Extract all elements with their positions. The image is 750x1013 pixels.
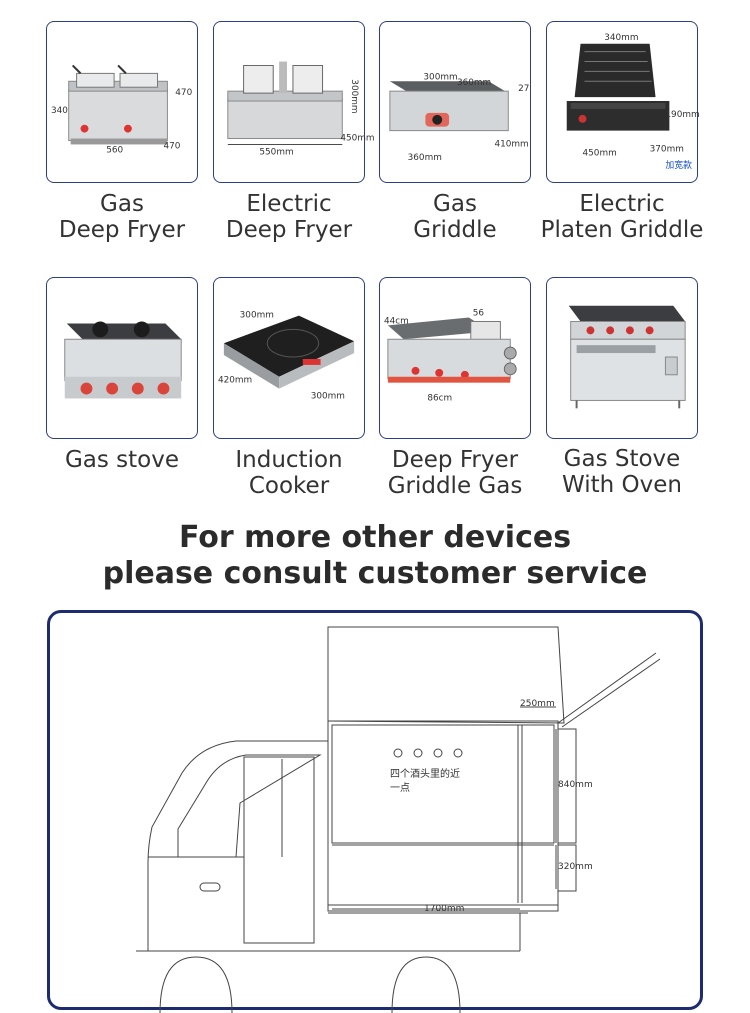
gas-griddle-card[interactable]: 300mm 360mm 360mm 410mm 27 <box>379 21 531 183</box>
gas-stove-with-oven-card[interactable] <box>546 277 698 439</box>
induction-cooker-image: 300mm 420mm 300mm <box>218 311 355 401</box>
electric-platen-griddle-caption: Electric Platen Griddle <box>537 191 707 243</box>
gas-stove-with-oven-caption: Gas Stove With Oven <box>537 446 707 498</box>
dimension-label: 450mm <box>583 148 617 158</box>
electric-deep-fryer-caption: Electric Deep Fryer <box>204 191 374 243</box>
dimension-label: 56 <box>473 309 485 319</box>
dimension-label: 300mm <box>349 79 359 113</box>
dimension-label: 340mm <box>604 33 638 43</box>
dimension-label: 300mm <box>240 311 274 321</box>
caption-line: Gas <box>100 191 144 217</box>
caption-line: Deep Fryer <box>225 217 353 243</box>
dimension-1700-label: 1700mm <box>424 904 464 914</box>
caption-line: Gas <box>433 191 477 217</box>
caption-line: With Oven <box>562 472 682 498</box>
gas-stove-card[interactable] <box>46 277 198 439</box>
dimension-label: 300mm <box>423 72 457 82</box>
caption-line: Cooker <box>248 473 330 499</box>
induction-cooker-card[interactable]: 300mm 420mm 300mm <box>213 277 365 439</box>
dimension-label: 44cm <box>384 316 409 326</box>
gas-deep-fryer-card[interactable]: 560 470 340 470 <box>46 21 198 183</box>
caption-line: Deep Fryer <box>58 217 186 243</box>
truck-dimension-drawing: 250mm 840mm 320mm 1700mm 四个酒头里的近 一点 <box>47 610 703 1013</box>
drawing-note-line-1: 四个酒头里的近 <box>390 767 460 780</box>
dimension-label: 190mm <box>665 110 699 120</box>
dimension-label: 450mm <box>340 133 374 143</box>
caption-line: Platen Griddle <box>540 217 704 243</box>
gas-griddle-image: 300mm 360mm 360mm 410mm 27 <box>389 72 529 163</box>
dimension-label: 410mm <box>494 139 528 149</box>
dimension-840-label: 840mm <box>558 780 593 790</box>
dimension-label: 560 <box>106 145 123 155</box>
drawing-note-line-2: 一点 <box>390 782 410 794</box>
headline-line-2: please consult customer service <box>102 556 648 591</box>
caption-line: Gas stove <box>64 447 180 473</box>
dimension-label: 360mm <box>408 153 442 163</box>
model-tag: 加宽款 <box>665 159 692 171</box>
induction-cooker-caption: Induction Cooker <box>204 447 374 499</box>
deep-fryer-griddle-gas-card[interactable]: 86cm 44cm 56 <box>379 277 531 439</box>
deep-fryer-griddle-gas-caption: Deep Fryer Griddle Gas <box>370 447 540 499</box>
electric-deep-fryer-card[interactable]: 550mm 450mm 300mm <box>213 21 375 183</box>
dimension-label: 550mm <box>259 147 293 157</box>
dimension-label: 340 <box>51 106 68 116</box>
gas-stove-caption: Gas stove <box>37 447 207 473</box>
gas-deep-fryer-image: 560 470 340 470 <box>51 64 193 155</box>
truck-line-drawing: 250mm 840mm 320mm 1700mm 四个酒头里的近 一点 <box>136 626 661 1013</box>
dimension-label: 470 <box>175 88 192 98</box>
caption-line: Griddle <box>413 217 497 243</box>
electric-deep-fryer-image: 550mm 450mm 300mm <box>227 61 375 157</box>
gas-stove-image <box>64 321 182 399</box>
dimension-label: 86cm <box>427 393 452 403</box>
gas-stove-with-oven-image <box>568 305 686 409</box>
dimension-label: 470 <box>163 141 180 151</box>
deep-fryer-griddle-gas-image: 86cm 44cm 56 <box>384 309 517 403</box>
dimension-label: 27 <box>518 84 529 94</box>
consult-headline: For more other devices please consult cu… <box>0 520 750 592</box>
caption-line: Griddle Gas <box>387 473 523 499</box>
caption-line: Electric <box>246 191 332 217</box>
dimension-label: 370mm <box>650 144 684 154</box>
electric-platen-griddle-card[interactable]: 450mm 370mm 190mm 340mm 加宽款 <box>546 21 700 183</box>
dimension-label: 360mm <box>457 78 491 88</box>
dimension-label: 420mm <box>218 376 252 386</box>
headline-line-1: For more other devices <box>178 520 572 555</box>
caption-line: Gas Stove <box>563 446 681 472</box>
gas-griddle-caption: Gas Griddle <box>370 191 540 243</box>
dimension-320-label: 320mm <box>558 862 593 872</box>
dimension-label: 300mm <box>311 391 345 401</box>
gas-deep-fryer-caption: Gas Deep Fryer <box>37 191 207 243</box>
electric-platen-griddle-image: 450mm 370mm 190mm 340mm 加宽款 <box>566 33 700 171</box>
caption-line: Deep Fryer <box>391 447 519 473</box>
caption-line: Induction <box>235 447 343 473</box>
dimension-250-label: 250mm <box>520 699 555 709</box>
caption-line: Electric <box>579 191 665 217</box>
